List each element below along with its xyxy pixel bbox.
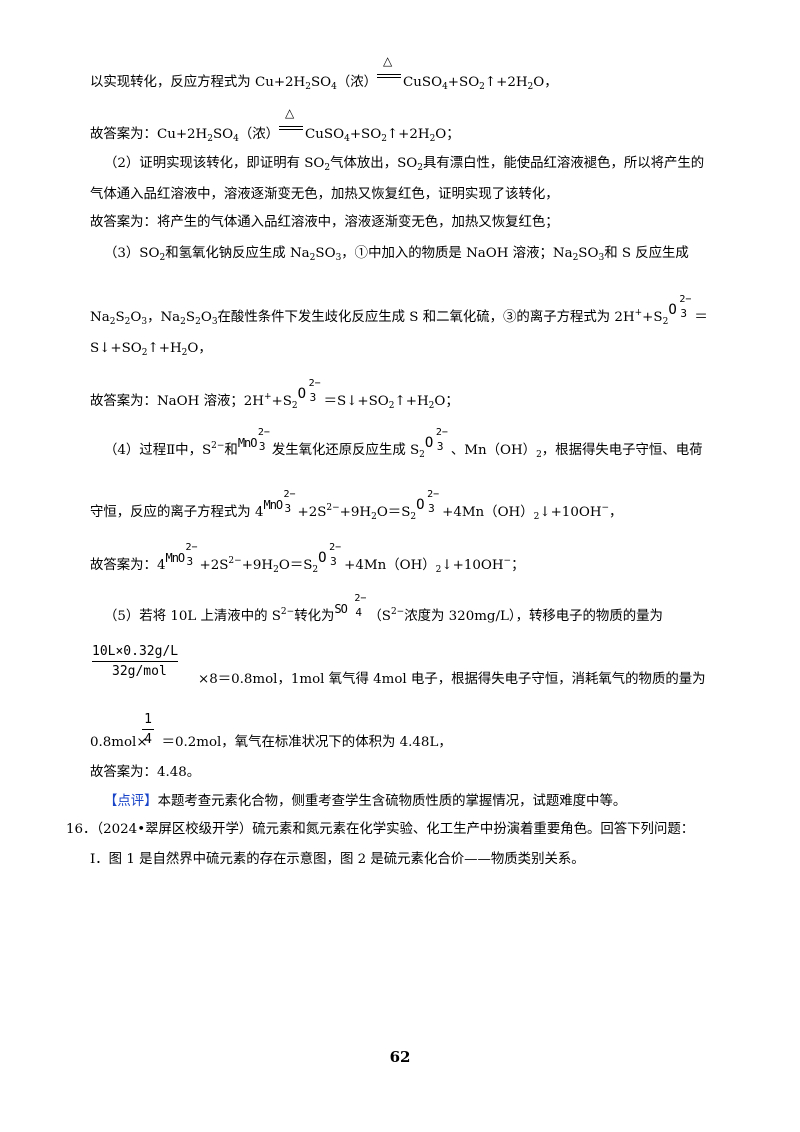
question-line: 16．（2024•翠屏区校级开学）硫元素和氮元素在化学实验、化工生产中扮演着重要… <box>66 822 695 837</box>
heat-symbol: △ <box>279 106 305 138</box>
text-line: S↓+SO2↑+H2O， <box>90 341 212 358</box>
text-line: 0.8mol×＝0.2mol，氧气在标准状况下的体积为 4.48L， <box>90 735 452 750</box>
text-line: Na2S2O3，Na2S2O3在酸性条件下发生歧化反应生成 S 和二氧化硫，③的… <box>90 294 708 327</box>
text-line: 故答案为：将产生的气体通入品红溶液中，溶液逐渐变无色，加热又恢复红色； <box>90 215 559 230</box>
text-line: （3）SO2和氢氧化钠反应生成 Na2SO3，①中加入的物质是 NaOH 溶液；… <box>104 246 689 263</box>
text-line: ×8＝0.8mol，1mol 氧气得 4mol 电子，根据得失电子守恒，消耗氧气… <box>198 672 706 687</box>
text-line: （2）证明实现该转化，即证明有 SO2气体放出，SO2具有漂白性，能使品红溶液褪… <box>104 156 705 173</box>
text-line: 以实现转化，反应方程式为 Cu+2H2SO4（浓）△CuSO4+SO2↑+2H2… <box>90 54 558 92</box>
page-number: 62 <box>389 1048 411 1066</box>
text-line: Ⅰ．图 1 是自然界中硫元素的存在示意图，图 2 是硫元素化合价——物质类别关系… <box>90 852 585 867</box>
fraction: 10L×0.32g/L 32g/mol <box>92 644 179 679</box>
fraction-denominator: 4 <box>144 732 152 747</box>
fraction: 1 4 <box>142 712 154 747</box>
comment-tag: 【点评】 <box>104 794 158 809</box>
fraction-numerator: 10L×0.32g/L <box>92 644 179 659</box>
comment-line: 【点评】本题考查元素化合物，侧重考查学生含硫物质性质的掌握情况，试题难度中等。 <box>104 794 627 809</box>
question-number: 16． <box>66 822 97 837</box>
text-line: 气体通入品红溶液中，溶液逐渐变无色，加热又恢复红色，证明实现了该转化， <box>90 187 559 202</box>
text-line: 故答案为：4.48。 <box>90 765 201 780</box>
text-line: 故答案为：Cu+2H2SO4（浓）△CuSO4+SO2↑+2H2O； <box>90 106 460 144</box>
heat-symbol: △ <box>377 54 403 86</box>
fraction-numerator: 1 <box>144 712 152 727</box>
fraction-denominator: 32g/mol <box>112 664 167 679</box>
